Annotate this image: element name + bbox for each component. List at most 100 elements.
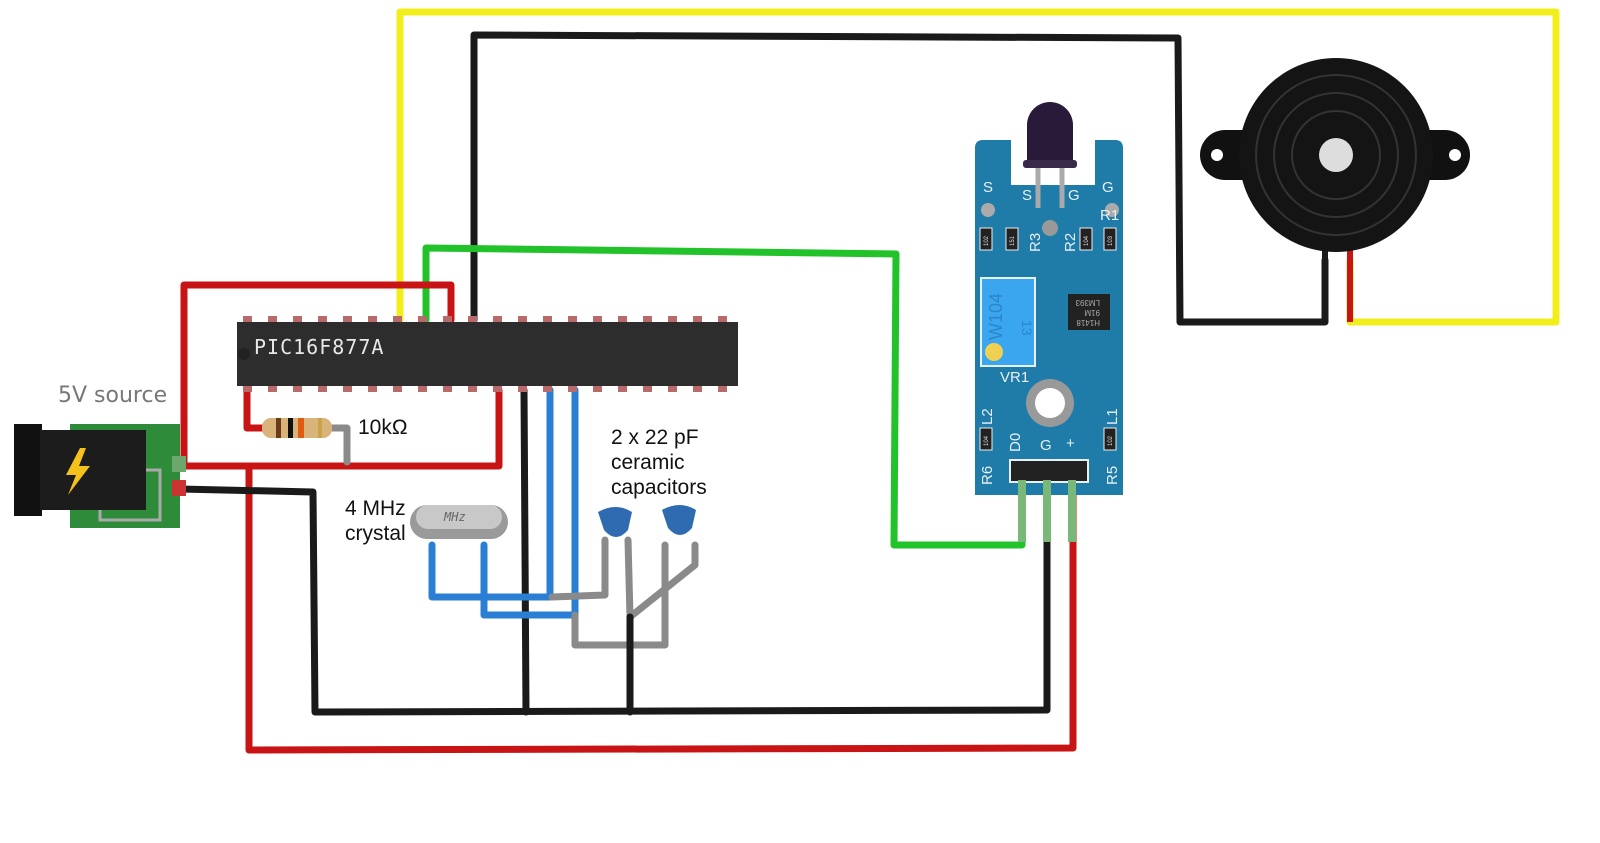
pic-microcontroller: PIC16F877A	[237, 322, 738, 386]
svg-text:102: 102	[1108, 435, 1114, 446]
chip-pin-bottom	[268, 386, 277, 392]
chip-pin-top	[618, 316, 627, 322]
silk-l1: L1	[1104, 408, 1121, 425]
ic-marking-2: 91M	[1084, 308, 1100, 317]
wire-blue-osc1	[428, 386, 554, 601]
wire-black-ground	[176, 481, 1051, 716]
chip-pin-top	[243, 316, 252, 322]
chip-pin-top	[343, 316, 352, 322]
chip-pin-bottom	[543, 386, 552, 392]
power-label: 5V source	[58, 383, 167, 408]
chip-pin-bottom	[518, 386, 527, 392]
flame-sensor-module: W104 13 LM393 91M H1418 S S G G R1 R2 R3…	[975, 102, 1123, 542]
silk-r1: R1	[1100, 207, 1119, 224]
buzzer	[1200, 58, 1470, 322]
caps-label-3: capacitors	[611, 476, 707, 499]
wire-black-buzzer	[470, 31, 1329, 326]
ic-marking-1: LM393	[1075, 298, 1100, 307]
ceramic-capacitor-2	[662, 505, 696, 535]
caps-label-2: ceramic	[611, 451, 685, 474]
chip-pin-bottom	[568, 386, 577, 392]
chip-pin-top	[543, 316, 552, 322]
resistor-label: 10kΩ	[358, 416, 408, 439]
svg-text:104: 104	[1084, 235, 1090, 246]
chip-pin-bottom	[393, 386, 402, 392]
silk-r5: R5	[1104, 466, 1121, 485]
ir-led	[1023, 102, 1077, 208]
chip-pin-top	[293, 316, 302, 322]
ceramic-capacitor-1	[598, 507, 632, 537]
silk-s: S	[1022, 187, 1032, 204]
chip-pin-bottom	[418, 386, 427, 392]
silk-r3: R3	[1027, 233, 1044, 252]
chip-pin-top	[693, 316, 702, 322]
wire-red-vdd	[180, 281, 503, 470]
chip-pin-bottom	[643, 386, 652, 392]
chip-pin-bottom	[718, 386, 727, 392]
silk-g-right: G	[1102, 179, 1114, 196]
chip-pin-top	[443, 316, 452, 322]
chip-pin-top	[643, 316, 652, 322]
chip-pin-top	[568, 316, 577, 322]
wire-red-bottom	[245, 462, 1077, 754]
resistor-10k	[262, 418, 332, 438]
chip-pin-bottom	[593, 386, 602, 392]
silk-g: G	[1068, 187, 1080, 204]
chip-pin-bottom	[668, 386, 677, 392]
chip-pin-top	[493, 316, 502, 322]
pot-marking: W104	[986, 293, 1006, 340]
chip-pin-top	[468, 316, 477, 322]
chip-pin-bottom	[368, 386, 377, 392]
svg-text:102: 102	[984, 235, 990, 246]
ic-marking-3: H1418	[1076, 318, 1100, 327]
chip-pin-top	[518, 316, 527, 322]
smd-resistors: 102 151 104 103 104 102	[979, 227, 1117, 451]
svg-text:103: 103	[1108, 235, 1114, 246]
chip-pin-top	[668, 316, 677, 322]
chip-pin-bottom	[618, 386, 627, 392]
chip-pin-top	[718, 316, 727, 322]
chip-pin-top	[418, 316, 427, 322]
lightning-icon	[66, 448, 90, 495]
chip-pin-bottom	[293, 386, 302, 392]
svg-text:104: 104	[984, 435, 990, 446]
chip-pin-top	[368, 316, 377, 322]
chip-pin-top	[393, 316, 402, 322]
wire-red-mclr	[243, 386, 266, 432]
wire-green-signal	[422, 244, 1026, 549]
wire-grey-cap1b	[624, 536, 634, 621]
chip-label: PIC16F877A	[254, 335, 384, 359]
power-jack	[14, 424, 186, 528]
silk-plus-pin: +	[1066, 435, 1075, 452]
wire-grey-cap2	[571, 541, 669, 649]
chip-pin-bottom	[693, 386, 702, 392]
chip-pin-bottom	[243, 386, 252, 392]
silk-g-pin: G	[1040, 437, 1052, 454]
silk-r6: R6	[979, 466, 996, 485]
chip-pin-bottom	[493, 386, 502, 392]
wire-grey-cap1	[548, 536, 609, 601]
pot-code: 13	[1019, 320, 1035, 336]
svg-text:151: 151	[1010, 235, 1016, 246]
silk-d0: D0	[1007, 433, 1024, 452]
chip-pin-bottom	[318, 386, 327, 392]
wire-black-pin12	[520, 386, 530, 716]
chip-pin-bottom	[343, 386, 352, 392]
silk-s-left: S	[983, 179, 993, 196]
wire-grey-resistor	[326, 424, 351, 466]
wire-blue-osc2	[480, 386, 579, 619]
caps-label-1: 2 x 22 pF	[611, 426, 699, 449]
crystal-label-2: crystal	[345, 522, 406, 545]
wire-grey-cap2b	[626, 541, 699, 621]
chip-pin-top	[268, 316, 277, 322]
silk-r2: R2	[1062, 233, 1079, 252]
chip-pin-bottom	[443, 386, 452, 392]
crystal-marking: MHz	[443, 510, 466, 524]
silk-l2: L2	[979, 408, 996, 425]
chip-pin-bottom	[468, 386, 477, 392]
chip-pin-top	[593, 316, 602, 322]
crystal-label-1: 4 MHz	[345, 497, 406, 520]
silk-vr1: VR1	[1000, 369, 1029, 386]
chip-pin-top	[318, 316, 327, 322]
